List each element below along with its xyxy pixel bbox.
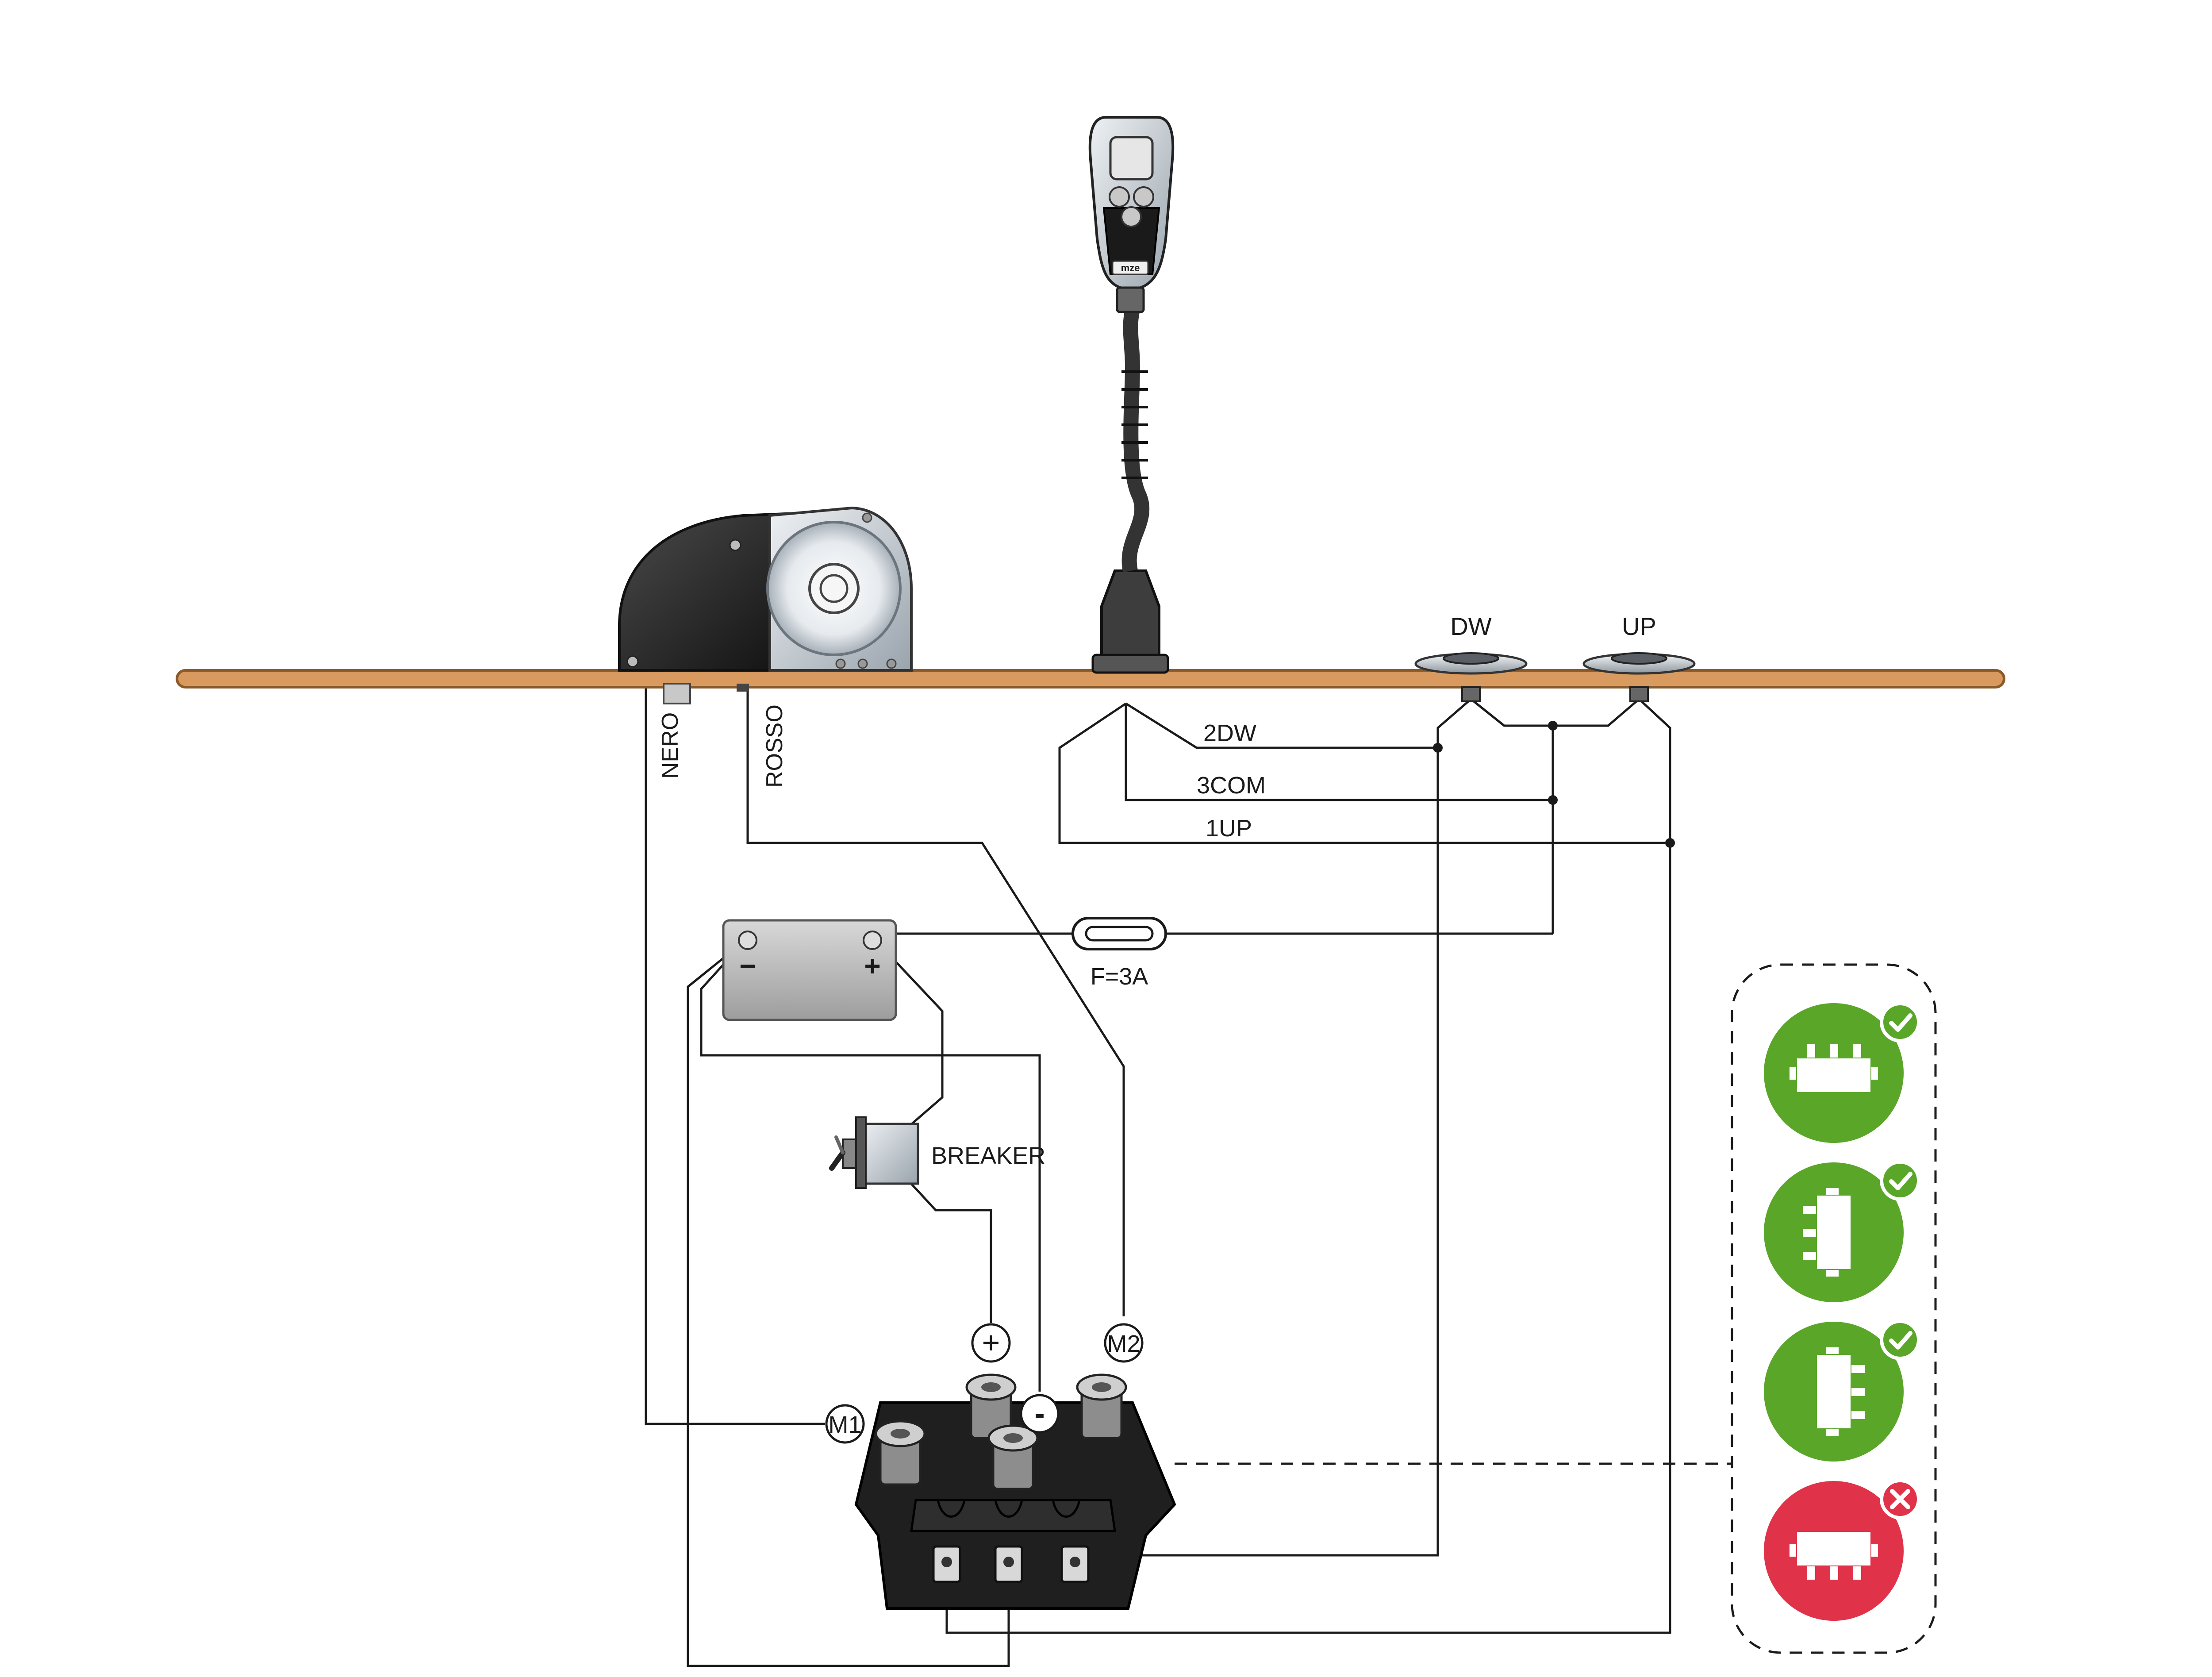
- switch-up: [1582, 652, 1696, 702]
- fuse: [1071, 917, 1167, 950]
- check-icon: [1880, 1319, 1920, 1360]
- wire-breaker-plus: [908, 1181, 992, 1323]
- wire-2dw: [1125, 702, 1438, 749]
- orientation-option-3: [1764, 1319, 1920, 1462]
- wire-3com: [1125, 704, 1553, 801]
- orientation-option-4: [1764, 1479, 1920, 1621]
- control-box: [854, 1373, 1176, 1610]
- 3com-label: 3COM: [1197, 772, 1266, 799]
- orientation-option-1: [1764, 1002, 1920, 1143]
- breaker: [829, 1116, 919, 1189]
- breaker-label: BREAKER: [931, 1142, 1045, 1169]
- junction-dot: [1665, 838, 1675, 848]
- wires: [645, 684, 1732, 1667]
- dw-switch-label: DW: [1450, 612, 1491, 640]
- rosso-label: ROSSO: [762, 704, 787, 788]
- plus-terminal-label: +: [982, 1325, 1000, 1360]
- m1-label: M1: [828, 1412, 861, 1438]
- orientation-option-2: [1764, 1160, 1920, 1302]
- check-icon: [1880, 1002, 1920, 1042]
- wire-rosso: [746, 688, 1125, 1316]
- 1up-label: 1UP: [1206, 815, 1252, 842]
- up-switch-label: UP: [1622, 612, 1656, 640]
- post-minus: [987, 1424, 1039, 1490]
- wire-dw-switch: [1088, 698, 1472, 1557]
- m2-label: M2: [1107, 1331, 1140, 1357]
- nero-label: NERO: [657, 712, 683, 779]
- deck: [176, 669, 2005, 688]
- windlass: [618, 506, 913, 704]
- wire-nero: [645, 684, 825, 1425]
- check-icon: [1880, 1160, 1920, 1201]
- junction-dot: [1548, 721, 1558, 731]
- wire-battery-minus-2: [687, 939, 1010, 1667]
- battery-plus-label: +: [864, 950, 880, 982]
- battery-minus-label: −: [739, 950, 756, 982]
- remote-brand: mze: [1121, 262, 1140, 273]
- switch-dw: [1414, 652, 1528, 702]
- 2dw-label: 2DW: [1203, 720, 1256, 746]
- junction-dot: [1433, 743, 1443, 753]
- wire-1up: [1058, 702, 1670, 844]
- orientation-panel: [1731, 963, 1937, 1654]
- remote-control: mze: [1088, 116, 1175, 674]
- fuse-label: F=3A: [1091, 963, 1148, 990]
- post-m2: [1076, 1373, 1127, 1439]
- battery: − +: [722, 919, 897, 1021]
- wire-battery-minus: [700, 939, 1041, 1392]
- junction-dot: [1548, 795, 1558, 805]
- minus-terminal-label: -: [1034, 1396, 1045, 1431]
- terminal-labels: + M2 M1 -: [825, 1323, 1144, 1444]
- post-plus: [965, 1373, 1017, 1439]
- post-m1: [875, 1420, 926, 1486]
